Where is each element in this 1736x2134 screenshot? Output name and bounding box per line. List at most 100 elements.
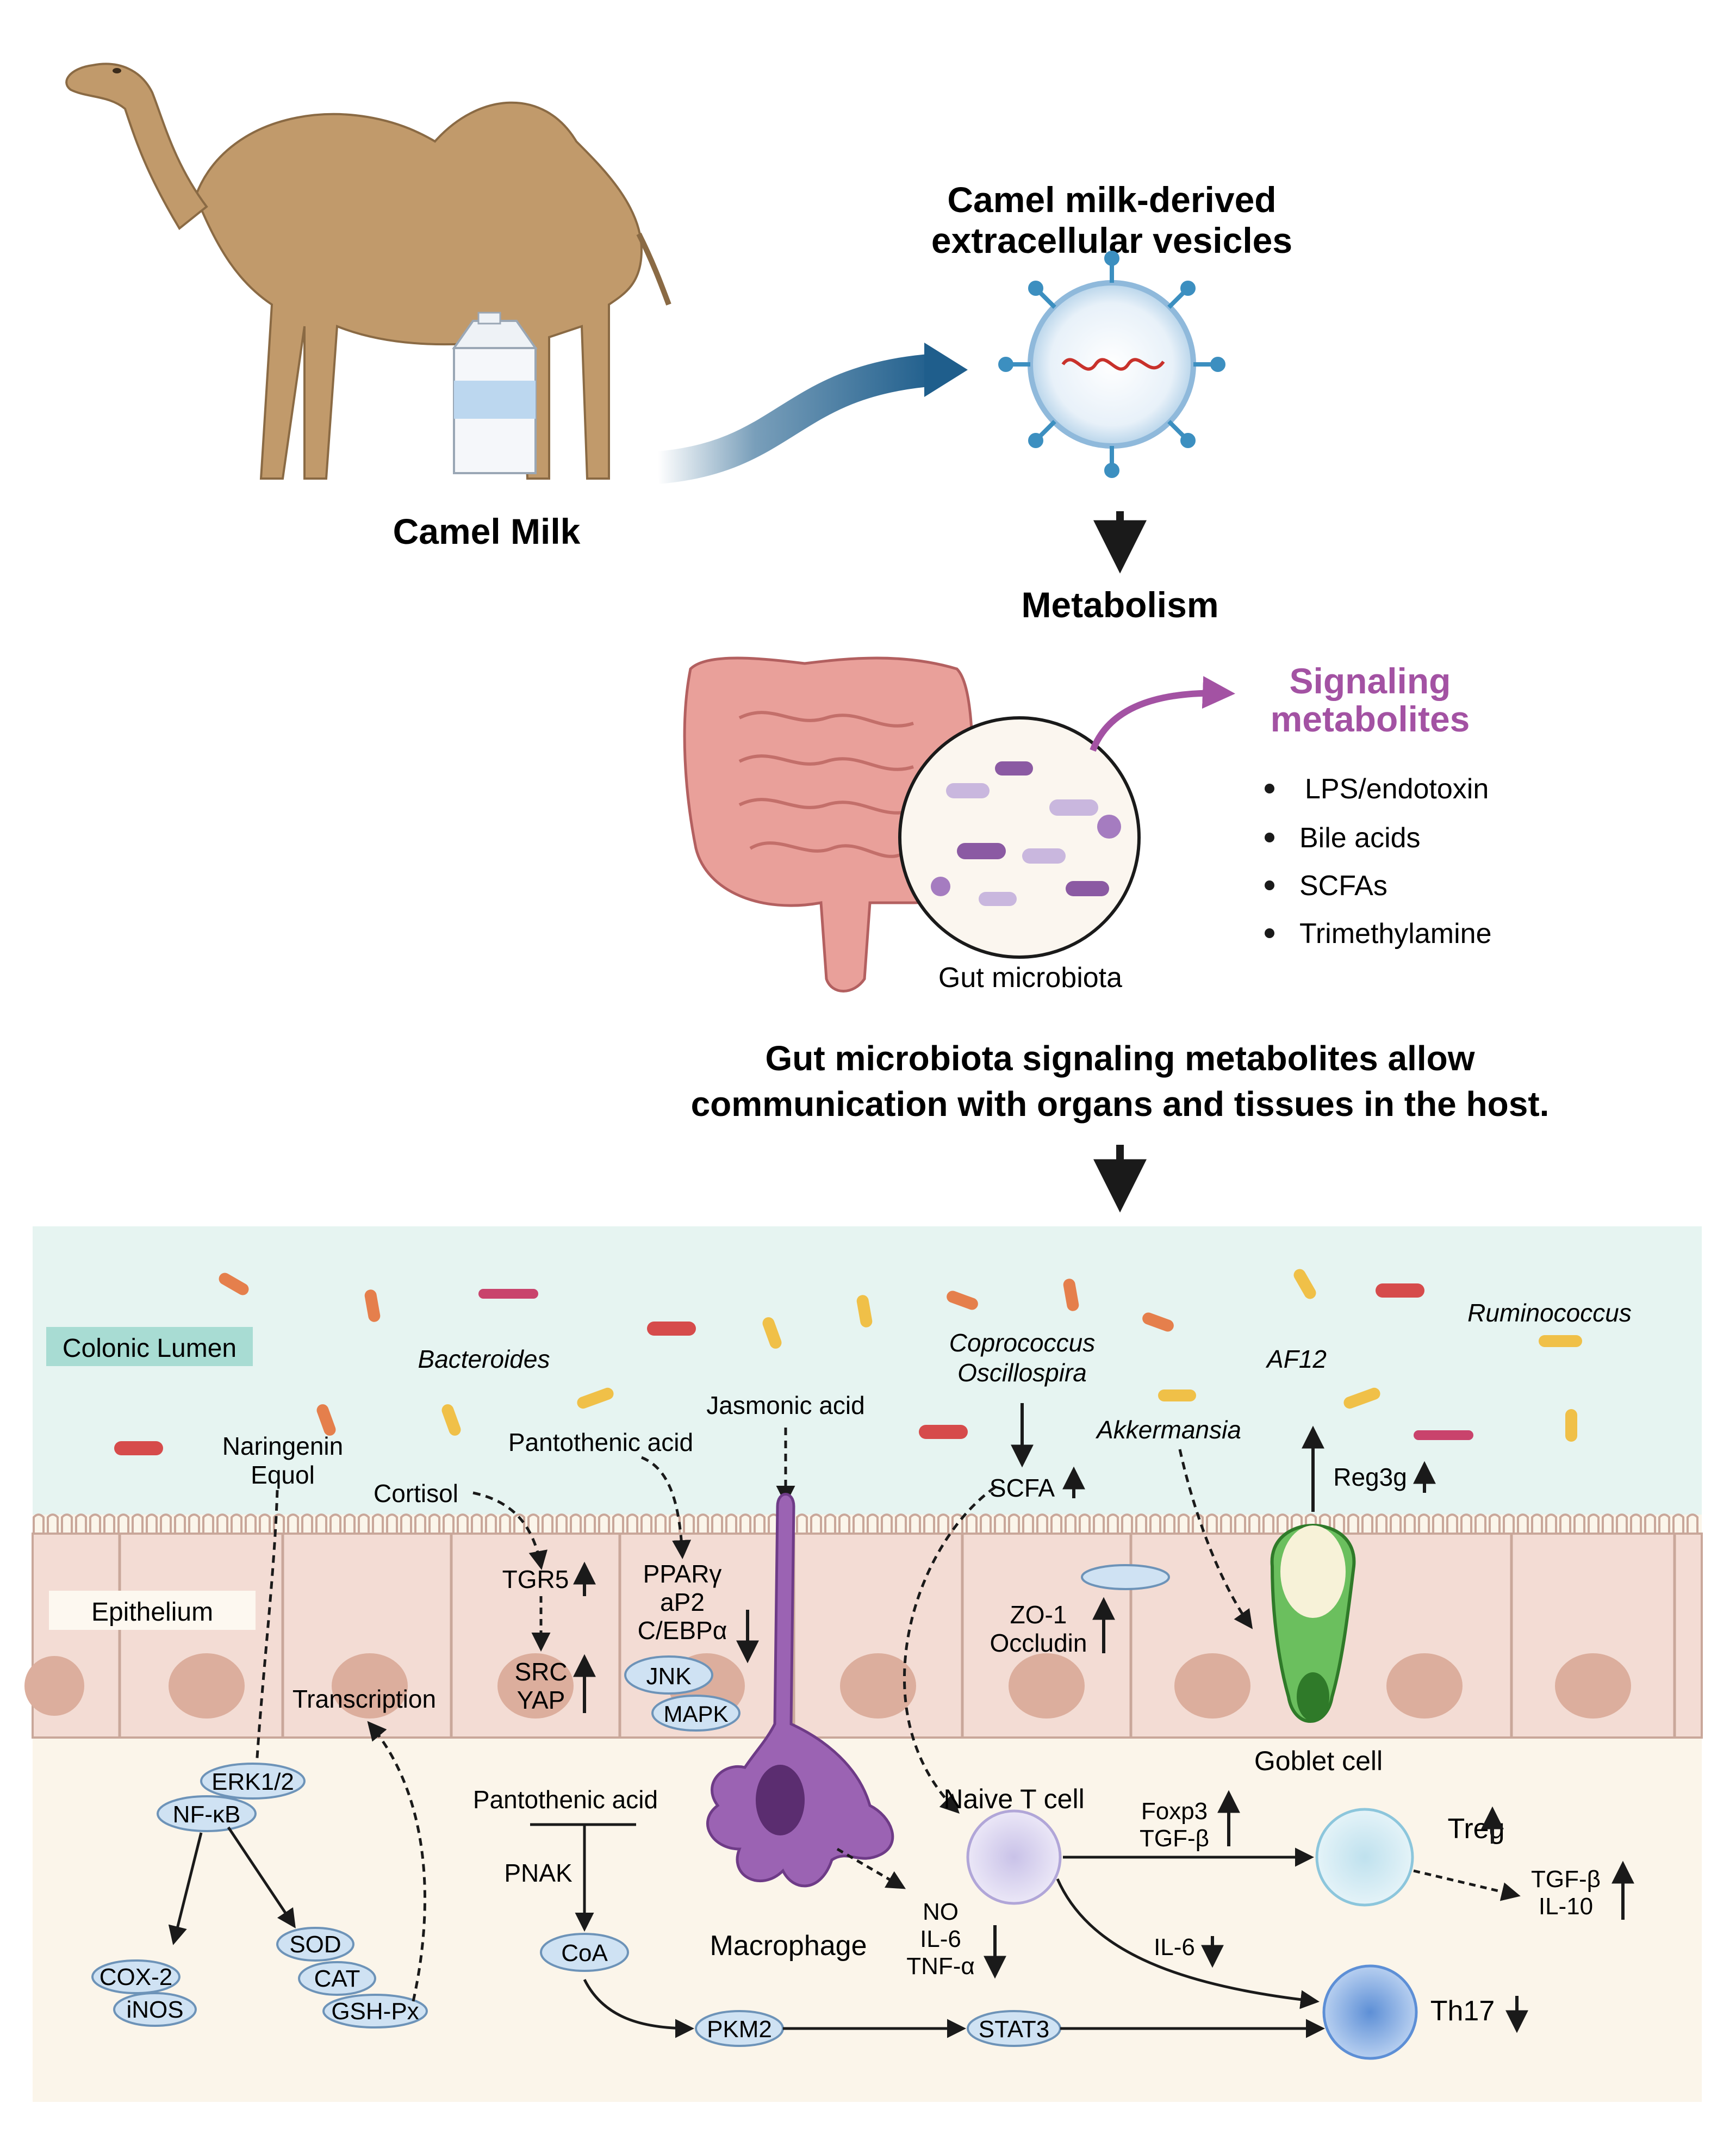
epithelium-label: Epithelium — [91, 1598, 213, 1627]
src-label: SRC — [514, 1658, 567, 1686]
naive-t-cell-label: Naive T cell — [943, 1784, 1084, 1814]
signaling-list: LPS/endotoxin Bile acids SCFAs Trimethyl… — [1265, 773, 1492, 950]
epithelium-tag — [49, 1591, 256, 1630]
foxp3-label: Foxp3 — [1141, 1798, 1208, 1825]
akkermansia-arrow — [1178, 1449, 1253, 1629]
il6-mac-label: IL-6 — [920, 1926, 961, 1952]
nfkb-sod-arrow — [227, 1826, 296, 1928]
gut-microbiota-label: Gut microbiota — [938, 962, 1122, 994]
tgr5-label: TGR5 — [502, 1565, 569, 1593]
il6-th-label: IL-6 — [1154, 1934, 1195, 1961]
colonic-lumen-label: Colonic Lumen — [63, 1334, 237, 1363]
ruminococcus-label: Ruminococcus — [1467, 1299, 1632, 1327]
naringenin-arrow — [247, 1490, 279, 1788]
extracellular-vesicle-icon — [998, 251, 1225, 478]
ppar-label: PPARγ — [643, 1560, 722, 1588]
treg-label: Treg — [1448, 1813, 1505, 1845]
ev-title-line1: Camel milk-derived — [947, 179, 1276, 220]
gut-panel — [24, 1226, 1703, 2102]
list-item: Trimethylamine — [1299, 918, 1492, 950]
il10-label: IL-10 — [1539, 1893, 1593, 1920]
tight-junction-oval — [1081, 1564, 1170, 1590]
cortisol-arrow — [472, 1491, 548, 1570]
no-label: NO — [923, 1899, 959, 1925]
metabolism-label: Metabolism — [1021, 585, 1218, 625]
list-item: SCFAs — [1299, 870, 1387, 902]
th17-cell — [1322, 1964, 1418, 2060]
camel-milk-label: Camel Milk — [393, 511, 581, 551]
treg-cell — [1315, 1808, 1414, 1907]
erk-oval — [200, 1763, 306, 1800]
pantothenic-lumen-arrow — [641, 1456, 692, 1559]
nfkb-cox-arrow — [168, 1832, 203, 1945]
coa-label: CoA — [561, 1940, 608, 1966]
cox2-label: COX-2 — [99, 1964, 172, 1990]
gshpx-label: GSH-Px — [331, 1998, 419, 2025]
cox2-oval — [91, 1959, 181, 1994]
pantothenic-acid-lumen-label: Pantothenic acid — [508, 1428, 693, 1456]
flow-arrow — [656, 343, 968, 484]
inos-oval — [113, 1992, 197, 2027]
macrophage-label: Macrophage — [710, 1930, 867, 1962]
akkermansia-label: Akkermansia — [1095, 1416, 1241, 1444]
naringenin-label: Naringenin — [222, 1432, 343, 1460]
cat-oval — [298, 1961, 376, 1996]
macrophage-illustration — [706, 1493, 894, 1888]
coa-pkm2-arrow — [583, 1978, 694, 2038]
jnk-label: JNK — [646, 1663, 691, 1690]
gshpx-transcription-arrow — [367, 1721, 426, 2002]
statement-line2: communication with organs and tissues in… — [691, 1084, 1550, 1124]
tgfb-1-label: TGF-β — [1140, 1825, 1209, 1852]
camel-illustration — [65, 63, 671, 480]
cebp-label: C/EBPα — [638, 1616, 727, 1645]
erk-label: ERK1/2 — [211, 1769, 294, 1795]
occludin-label: Occludin — [990, 1629, 1087, 1657]
statement-line1: Gut microbiota signaling metabolites all… — [765, 1039, 1474, 1078]
reg3g-label: Reg3g — [1333, 1463, 1407, 1491]
goblet-cell-illustration — [1270, 1524, 1356, 1723]
ap2-label: aP2 — [660, 1588, 705, 1616]
pantothenic-acid-lower-label: Pantothenic acid — [473, 1785, 658, 1814]
macrophage-no-arrow — [836, 1847, 906, 1889]
tnfa-label: TNF-α — [906, 1953, 975, 1980]
gshpx-oval — [322, 1994, 428, 2028]
scfa-arrow — [903, 1486, 996, 1814]
tgfb-2-label: TGF-β — [1531, 1866, 1601, 1893]
nfkb-label: NF-κB — [173, 1801, 241, 1828]
bacteroides-label: Bacteroides — [418, 1345, 550, 1373]
jasmonic-acid-label: Jasmonic acid — [706, 1391, 864, 1419]
sod-label: SOD — [289, 1931, 341, 1958]
milk-carton-icon — [452, 312, 538, 474]
transcription-label: Transcription — [293, 1685, 436, 1713]
goblet-cell-label: Goblet cell — [1254, 1746, 1383, 1776]
stat3-label: STAT3 — [979, 2016, 1049, 2043]
mapk-label: MAPK — [663, 1701, 728, 1727]
nfkb-oval — [157, 1795, 257, 1832]
mapk-oval — [651, 1695, 741, 1732]
list-item: Bile acids — [1299, 822, 1421, 854]
oscillospira-label: Oscillospira — [957, 1358, 1087, 1387]
pkm2-label: PKM2 — [707, 2016, 772, 2043]
list-item: LPS/endotoxin — [1305, 773, 1489, 805]
pnak-label: PNAK — [504, 1859, 573, 1887]
cat-label: CAT — [314, 1965, 360, 1992]
signaling-title-line1: Signaling — [1290, 661, 1451, 701]
coa-oval — [540, 1933, 629, 1972]
naive-th17-arrow — [1056, 1878, 1320, 2009]
scfa-label: SCFA — [990, 1474, 1055, 1502]
signaling-arrow — [1090, 676, 1235, 752]
jnk-oval — [624, 1655, 713, 1695]
equol-label: Equol — [251, 1461, 315, 1489]
coprococcus-label: Coprococcus — [949, 1329, 1095, 1357]
signaling-title-line2: metabolites — [1271, 699, 1470, 739]
zo1-label: ZO-1 — [1010, 1600, 1067, 1629]
lumen-bacteria — [114, 1269, 1582, 1455]
treg-il10-arrow — [1413, 1869, 1521, 1901]
af12-label: AF12 — [1265, 1345, 1327, 1373]
colonic-lumen-tag — [46, 1327, 253, 1366]
cortisol-label: Cortisol — [374, 1479, 458, 1508]
th17-label: Th17 — [1430, 1995, 1495, 2027]
sod-oval — [276, 1927, 354, 1962]
inos-label: iNOS — [126, 1996, 183, 2023]
yap-label: YAP — [517, 1686, 565, 1714]
